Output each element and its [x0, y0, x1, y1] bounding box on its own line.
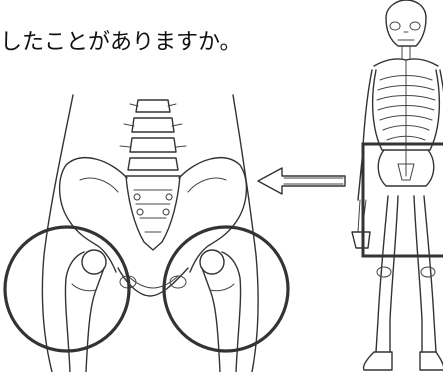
full-skeleton-figure	[352, 0, 443, 370]
pelvis-highlight-box	[363, 144, 443, 256]
left-femur	[65, 250, 106, 372]
pelvis-zoom-illustration	[5, 95, 288, 372]
sacrum	[126, 176, 180, 250]
left-arrow-icon	[258, 168, 345, 194]
right-femur	[200, 250, 241, 372]
lumbar-spine	[120, 100, 186, 170]
right-iliac-wing	[179, 158, 246, 272]
body-outline-left	[42, 95, 73, 372]
